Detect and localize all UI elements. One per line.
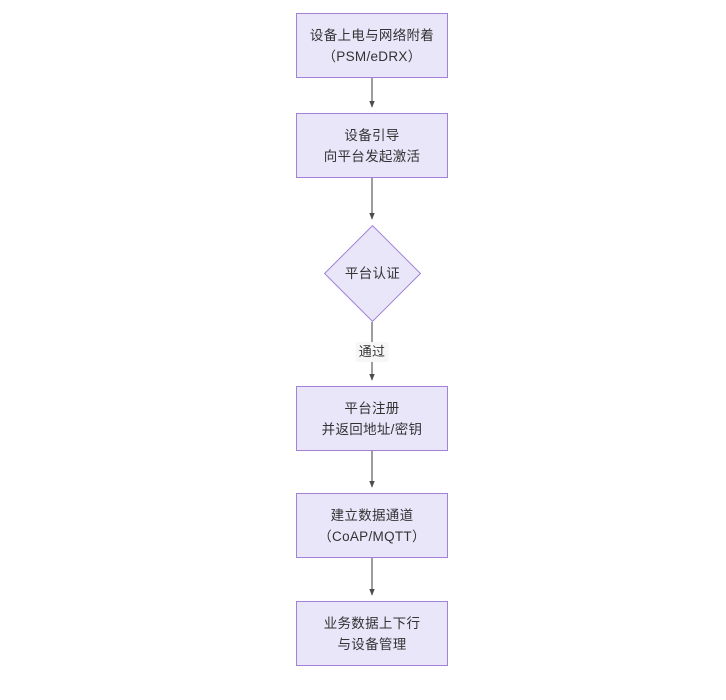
node-label-line: 向平台发起激活 — [323, 148, 421, 164]
node-label-line: 设备上电与网络附着 — [309, 27, 435, 43]
node-establish-data-channel[interactable]: 建立数据通道 （CoAP/MQTT） — [296, 493, 448, 558]
node-business-data-and-device-management[interactable]: 业务数据上下行 与设备管理 — [296, 601, 448, 666]
edge-label-pass: 通过 — [355, 342, 389, 362]
node-label-line: 设备引导 — [344, 127, 400, 143]
node-label-line: （PSM/eDRX） — [322, 48, 422, 64]
node-platform-registration[interactable]: 平台注册 并返回地址/密钥 — [296, 386, 448, 451]
diamond-shape — [324, 225, 421, 322]
node-label-line: 建立数据通道 — [330, 507, 414, 523]
node-label-line: 平台注册 — [344, 400, 400, 416]
node-label-line: 并返回地址/密钥 — [321, 421, 423, 437]
node-platform-authentication[interactable]: 平台认证 — [324, 225, 421, 322]
node-device-power-on[interactable]: 设备上电与网络附着 （PSM/eDRX） — [296, 13, 448, 78]
node-label-line: 平台认证 — [344, 266, 401, 281]
node-label-line: （CoAP/MQTT） — [318, 528, 426, 544]
node-device-bootstrap[interactable]: 设备引导 向平台发起激活 — [296, 113, 448, 178]
node-label-line: 与设备管理 — [337, 636, 407, 652]
node-label-line: 业务数据上下行 — [323, 615, 421, 631]
